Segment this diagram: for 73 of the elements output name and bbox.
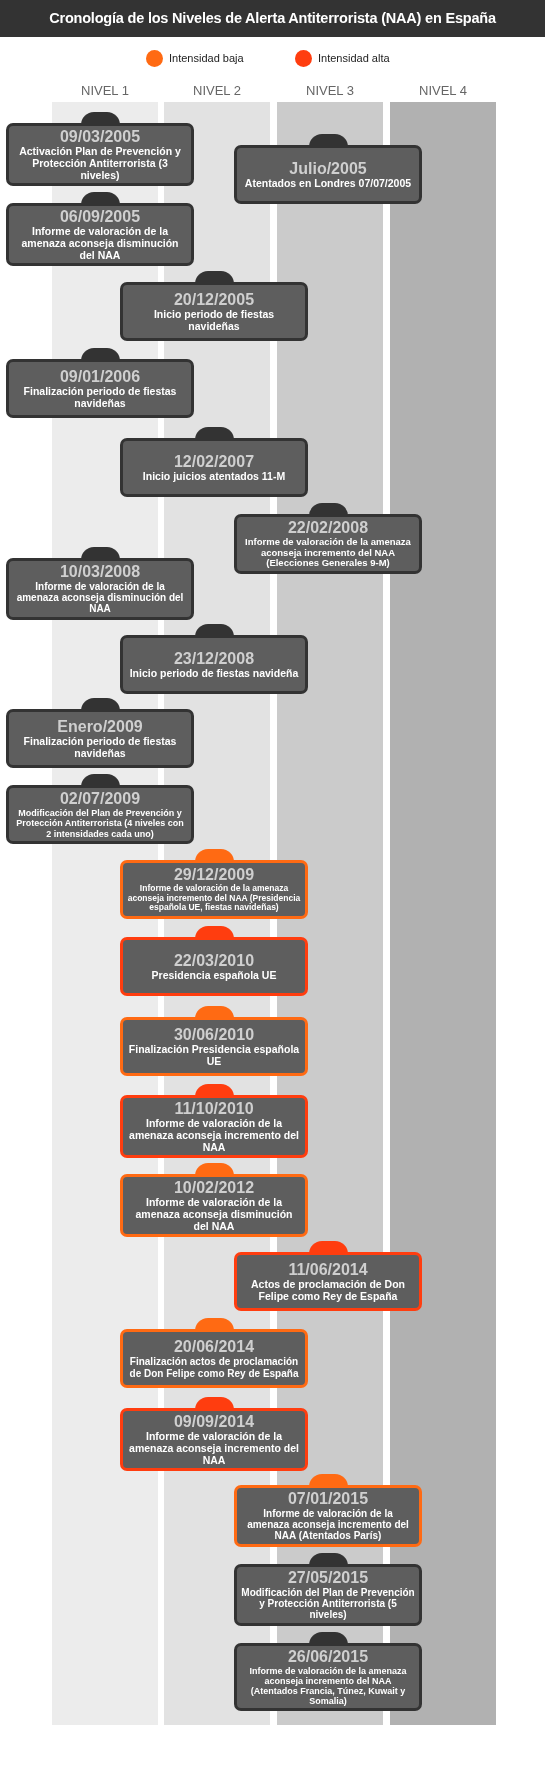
event-description: Presidencia española UE [151,969,277,982]
event-date: 09/03/2005 [59,128,141,146]
event-box [6,558,194,620]
event-box [120,1408,308,1472]
event-description: Activación Plan de Prevención y Protección Antiterrorista (3 niveles) [18,146,182,182]
event-description: Informe de valoración de la amenaza aconseja disminución del NAA [15,581,185,615]
event-description: Inicio periodo de fiestas navideña [129,667,299,680]
legend-label: Intensidad baja [169,51,244,67]
event-date: 27/05/2015 [287,1569,369,1587]
column-heading: NIVEL 4 [419,82,467,100]
event-box [234,1643,422,1712]
event-box [120,438,308,497]
event-description: Actos de proclamación de Don Felipe como Rey de España [250,1278,406,1303]
event-date: 26/06/2015 [287,1648,369,1666]
event-box [6,123,194,187]
event-box [120,1095,308,1159]
event-description: Inicio juicios atentados 11-M [142,470,286,483]
event-box [120,1329,308,1388]
event-box [120,635,308,694]
event-box [120,282,308,341]
event-date: 23/12/2008 [173,649,255,668]
event-description: Modificación del Plan de Prevención y Protección Antiterrorista (5 niveles) [241,1587,415,1621]
event-date: 22/02/2008 [287,519,369,537]
event-date: 11/10/2010 [174,1100,254,1118]
event-box [120,860,308,919]
title: Cronología de los Niveles de Alerta Antiterrorista (NAA) en España [49,8,496,28]
event-box [6,359,194,418]
event-date: Julio/2005 [289,159,367,178]
event-date: 20/12/2005 [173,290,255,309]
event-description: Informe de valoración de la amenaza aconseja incremento del NAA (Elecciones Generales 9-M) [244,537,412,569]
event-description: Informe de valoración de la amenaza aconseja incremento del NAA (Atentados Francia, Túnez, Kuwait y Somalia) [248,1666,408,1707]
event-date: 02/07/2009 [59,790,141,809]
event-box [120,1017,308,1076]
event-description: Finalización periodo de fiestas navideñas [22,385,178,410]
event-date: 20/06/2014 [173,1338,255,1357]
event-description: Informe de valoración de la amenaza aconseja incremento del NAA (Atentados París) [246,1508,410,1542]
event-description: Finalización Presidencia española UE [127,1043,301,1068]
event-date: 09/09/2014 [173,1413,255,1431]
event-description: Modificación del Plan de Prevención y Protección Antiterrorista (4 niveles con 2 intensidades cada uno) [15,808,185,839]
event-box [234,1485,422,1547]
event-box [120,937,308,996]
event-description: Finalización periodo de fiestas navideñas [22,735,178,760]
event-description: Finalización actos de proclamación de Don Felipe como Rey de España [128,1356,300,1379]
column-heading: NIVEL 3 [306,82,354,100]
event-date: 10/02/2012 [173,1179,255,1197]
event-date: Enero/2009 [57,717,143,736]
event-box [120,1174,308,1238]
event-box [6,785,194,844]
event-date: 07/01/2015 [287,1490,369,1508]
event-description: Informe de valoración de la amenaza aconseja disminución del NAA [134,1197,294,1233]
legend-label: Intensidad alta [318,51,390,67]
event-date: 10/03/2008 [59,563,141,581]
event-box [6,709,194,768]
event-box [234,145,422,204]
event-date: 30/06/2010 [173,1025,255,1044]
event-box [234,1564,422,1626]
event-date: 11/06/2014 [288,1260,368,1279]
event-box [234,514,422,574]
column-heading: NIVEL 1 [81,82,129,100]
event-description: Informe de valoración de la amenaza aconseja incremento del NAA (Presidencia española UE, fiestas navideñas) [127,884,301,913]
event-description: Informe de valoración de la amenaza aconseja disminución del NAA [20,226,180,262]
event-description: Inicio periodo de fiestas navideñas [152,308,276,333]
event-description: Informe de valoración de la amenaza aconseja incremento del NAA [128,1118,300,1154]
event-description: Atentados en Londres 07/07/2005 [244,177,412,190]
event-description: Informe de valoración de la amenaza aconseja incremento del NAA [128,1431,300,1467]
event-date: 06/09/2005 [59,208,141,226]
event-date: 12/02/2007 [173,452,255,471]
event-box [234,1252,422,1311]
event-box [6,203,194,267]
column-heading: NIVEL 2 [193,82,241,100]
event-date: 29/12/2009 [173,866,255,884]
event-date: 09/01/2006 [59,367,141,386]
event-date: 22/03/2010 [173,951,255,970]
